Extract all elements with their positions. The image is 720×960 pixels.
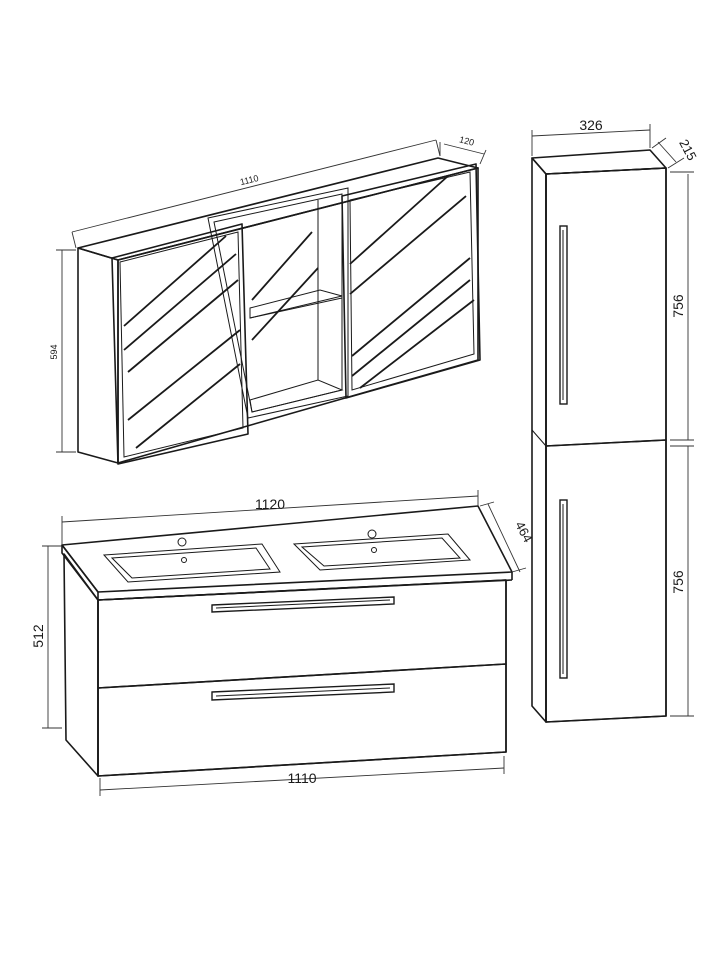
open-shelf-compartment <box>207 187 349 419</box>
tall-cabinet-door-upper <box>545 167 667 447</box>
mirror-width-label: 1110 <box>239 173 260 187</box>
mirror-depth-label: 120 <box>458 134 475 147</box>
basin-right <box>292 529 472 571</box>
mirror-height-label: 594 <box>49 344 59 359</box>
dimension-mirror-height: 594 <box>49 249 76 453</box>
dimension-vanity-base-width: 1110 <box>99 756 505 796</box>
dimension-vanity-top-width: 1120 <box>61 490 479 544</box>
mirror-door-left <box>111 223 249 465</box>
drawer-top <box>97 579 507 689</box>
drawer-bottom <box>97 663 507 777</box>
dimension-mirror-width: 1110 <box>71 139 441 249</box>
vanity-top-width-label: 1120 <box>255 496 285 512</box>
tall-upper-height-label: 756 <box>670 294 686 318</box>
mirror-door-right <box>341 163 481 399</box>
dimension-mirror-depth: 120 <box>439 134 487 165</box>
basin-left <box>102 537 281 583</box>
mirror-cabinet <box>77 157 481 465</box>
vanity-unit <box>61 505 513 777</box>
tall-cabinet <box>531 149 667 723</box>
tall-lower-height-label: 756 <box>670 570 686 594</box>
vanity-height-label: 512 <box>30 624 46 648</box>
dimension-vanity-height: 512 <box>30 545 62 729</box>
vanity-base-width-label: 1110 <box>287 770 316 786</box>
tall-cabinet-door-lower <box>545 439 667 723</box>
dimension-vanity-depth: 464 <box>479 501 536 573</box>
dimension-tall-depth: 215 <box>651 137 700 169</box>
tall-width-label: 326 <box>579 117 603 133</box>
tall-depth-label: 215 <box>676 137 699 163</box>
dimension-tall-width: 326 <box>531 117 651 156</box>
dimension-tall-lower-height: 756 <box>670 445 694 717</box>
dimension-tall-upper-height: 756 <box>670 171 694 441</box>
